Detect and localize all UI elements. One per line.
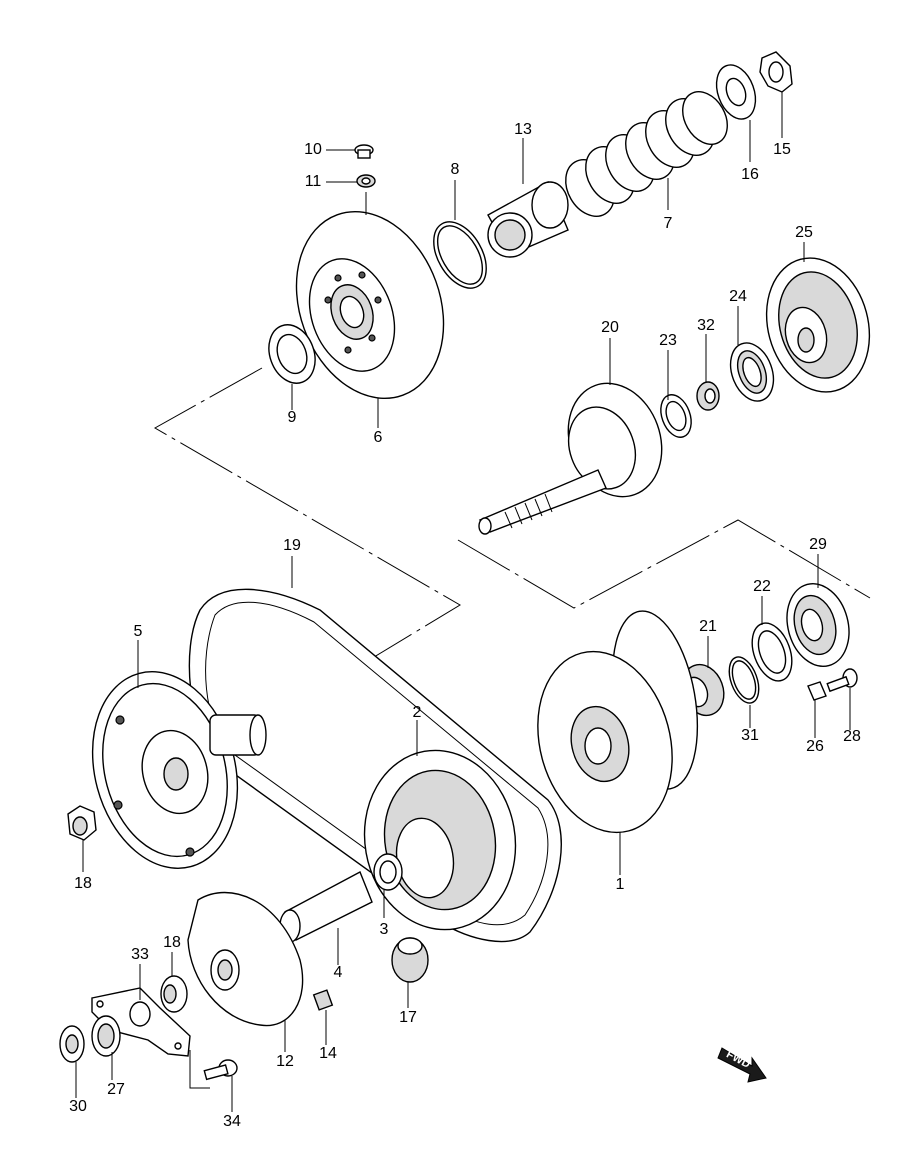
label-part-25: 25 bbox=[795, 224, 813, 241]
label-part-11: 11 bbox=[305, 173, 322, 190]
label-part-7: 7 bbox=[664, 215, 673, 232]
label-part-20: 20 bbox=[601, 319, 619, 336]
part-9-seal bbox=[268, 324, 316, 384]
label-part-17: 17 bbox=[399, 1009, 417, 1026]
part-3-seal bbox=[373, 853, 403, 891]
part-20-driven-shaft bbox=[478, 382, 663, 535]
part-13-sleeve bbox=[487, 181, 569, 258]
label-part-23: 23 bbox=[659, 332, 677, 349]
label-part-10: 10 bbox=[304, 141, 322, 158]
label-part-34: 34 bbox=[223, 1113, 241, 1130]
label-part-28: 28 bbox=[843, 728, 861, 745]
forward-arrow-icon bbox=[717, 1047, 767, 1083]
label-part-13: 13 bbox=[514, 121, 532, 138]
label-part-15: 15 bbox=[773, 141, 791, 158]
part-4-collar bbox=[279, 871, 373, 943]
part-26-plate bbox=[807, 681, 827, 701]
label-part-5: 5 bbox=[134, 623, 143, 640]
label-part-18-lower: 18 bbox=[163, 934, 181, 951]
label-part-8: 8 bbox=[451, 161, 460, 178]
label-part-12: 12 bbox=[276, 1053, 294, 1070]
label-part-32: 32 bbox=[697, 317, 715, 334]
label-part-29: 29 bbox=[809, 536, 827, 553]
forward-direction-arrow: FWD bbox=[717, 1047, 767, 1083]
part-1-driven-face bbox=[537, 610, 699, 834]
part-8-o-ring bbox=[433, 221, 487, 289]
part-15-nut bbox=[759, 51, 793, 93]
label-part-3: 3 bbox=[380, 921, 389, 938]
part-23-ring bbox=[660, 394, 692, 438]
part-18-nut-upper bbox=[67, 805, 97, 841]
label-part-19: 19 bbox=[283, 537, 301, 554]
part-11-bush bbox=[356, 174, 376, 188]
part-14-slide bbox=[312, 989, 334, 1011]
label-part-33: 33 bbox=[131, 946, 149, 963]
part-17-bush bbox=[391, 937, 429, 983]
label-part-30: 30 bbox=[69, 1098, 87, 1115]
label-part-4: 4 bbox=[334, 964, 343, 981]
part-33-bracket bbox=[91, 987, 191, 1057]
label-part-18-upper: 18 bbox=[74, 875, 92, 892]
part-labels: 1 2 3 4 5 6 7 8 9 10 11 12 13 14 15 16 1… bbox=[69, 121, 861, 1130]
part-7-spring bbox=[565, 91, 728, 217]
part-25-clutch-shoe bbox=[765, 257, 871, 393]
label-part-2: 2 bbox=[413, 704, 422, 721]
part-12-cam-plate bbox=[187, 891, 304, 1027]
label-part-22: 22 bbox=[753, 578, 771, 595]
part-32-collar bbox=[696, 381, 720, 411]
label-part-24: 24 bbox=[729, 288, 747, 305]
part-5-fixed-drive-face bbox=[91, 671, 267, 869]
label-part-27: 27 bbox=[107, 1081, 125, 1098]
label-part-16: 16 bbox=[741, 166, 759, 183]
part-27-seal bbox=[91, 1015, 121, 1057]
label-part-21: 21 bbox=[699, 618, 717, 635]
part-16-washer bbox=[715, 64, 757, 120]
part-6-movable-drive-face bbox=[295, 210, 445, 400]
part-2-movable-face bbox=[363, 749, 517, 931]
label-part-1: 1 bbox=[616, 876, 625, 893]
part-18-collar-lower bbox=[160, 975, 188, 1013]
label-part-31: 31 bbox=[741, 727, 759, 744]
part-30-oil-seal bbox=[59, 1025, 85, 1063]
label-part-6: 6 bbox=[374, 429, 383, 446]
leader-lines bbox=[75, 92, 851, 1112]
part-31-o-ring bbox=[728, 656, 760, 704]
part-24-needle-bearing bbox=[729, 342, 775, 402]
part-28-bolt bbox=[826, 668, 858, 693]
label-part-9: 9 bbox=[288, 409, 297, 426]
part-22-oil-seal bbox=[751, 622, 793, 682]
part-34-bolt bbox=[203, 1059, 238, 1081]
part-10-pin bbox=[354, 144, 374, 159]
part-29-bearing bbox=[786, 582, 850, 668]
label-part-26: 26 bbox=[806, 738, 824, 755]
label-part-14: 14 bbox=[319, 1045, 337, 1062]
